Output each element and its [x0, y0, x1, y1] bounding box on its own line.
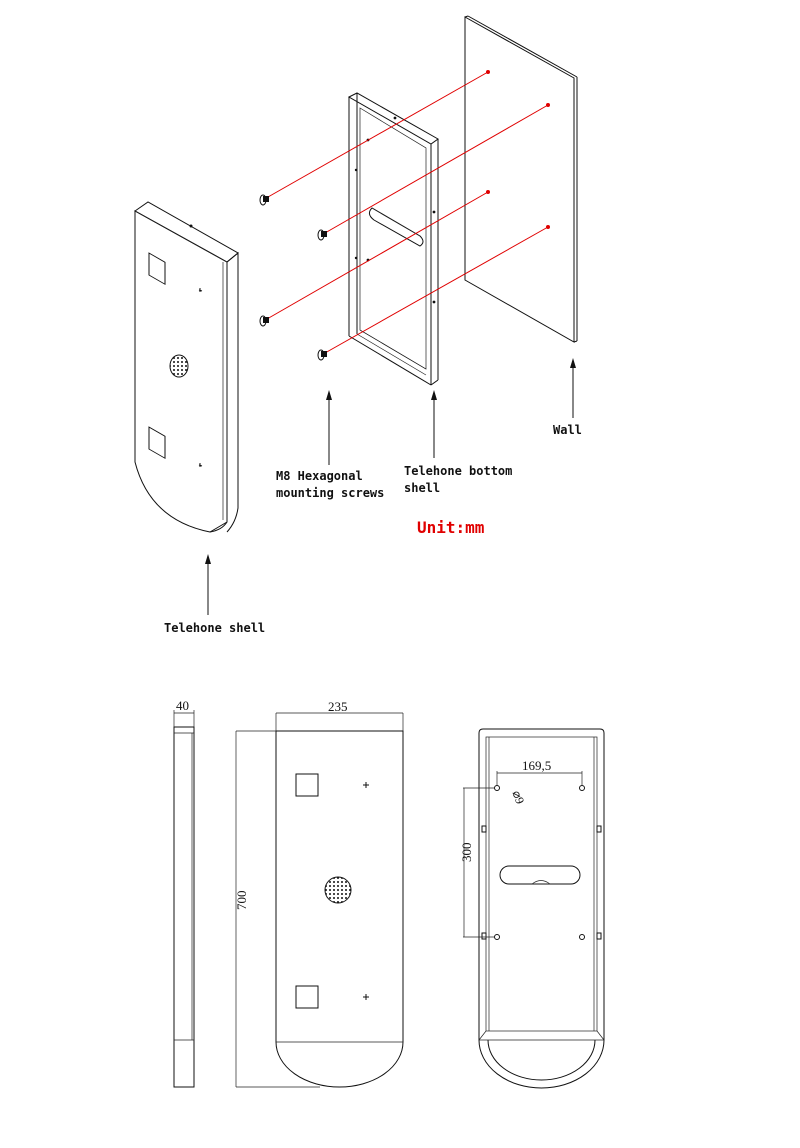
front-view	[235, 712, 404, 1088]
back-view	[463, 728, 605, 1089]
screw-icon	[259, 194, 269, 206]
hole-spacing-vertical: 300	[459, 843, 474, 863]
depth-dimension: 40	[176, 698, 189, 713]
hole-diameter: ⌀9	[510, 789, 528, 806]
screw-icon	[317, 229, 327, 241]
hole-spacing-horizontal: 169,5	[522, 758, 551, 773]
wall-panel	[464, 15, 578, 343]
width-dimension: 235	[328, 699, 348, 714]
height-dimension: 700	[234, 891, 249, 911]
screws-label-line1: M8 Hexagonal	[276, 469, 363, 483]
bottom-shell-label-line1: Telehone bottom	[404, 464, 512, 478]
arrows	[205, 358, 576, 615]
bottom-shell-label-line2: shell	[404, 481, 440, 495]
screw-icons	[259, 194, 327, 361]
shell-label: Telehone shell	[164, 621, 265, 635]
unit-label: Unit:mm	[417, 518, 485, 537]
wall-label: Wall	[553, 423, 582, 437]
screws-label-line2: mounting screws	[276, 486, 384, 500]
side-view	[173, 710, 195, 1088]
bottom-shell-frame	[347, 92, 439, 386]
screw-icon	[317, 349, 327, 361]
screw-icon	[259, 315, 269, 327]
telephone-shell-iso	[134, 201, 239, 533]
mounting-lines	[266, 70, 550, 354]
